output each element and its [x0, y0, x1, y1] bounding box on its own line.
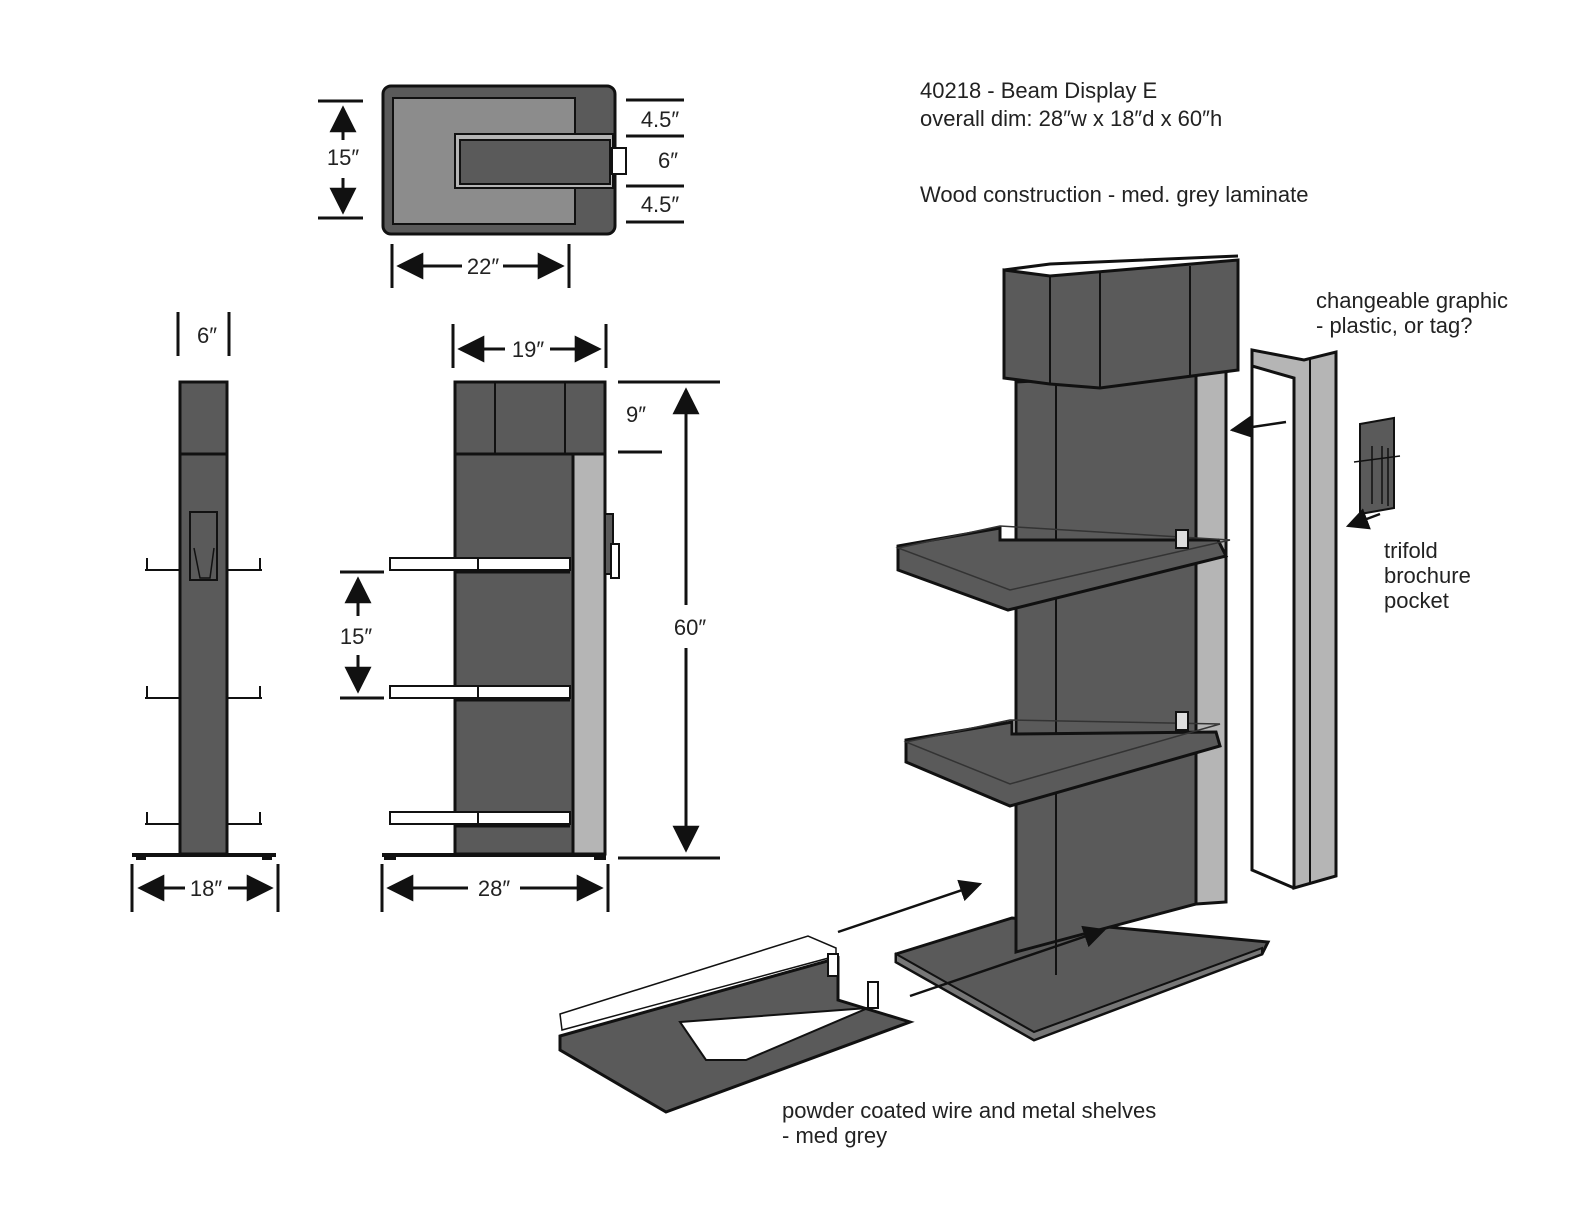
- assembly-arrow-pocket: [1345, 508, 1381, 530]
- side-view-shelves: [145, 558, 262, 825]
- front-view-header-width-label: 19″: [512, 337, 544, 362]
- iso-graphic-panel: [1194, 364, 1228, 906]
- side-view-base-label: 18″: [190, 876, 222, 901]
- assembly-arrow-graphic: [1229, 415, 1287, 439]
- callout-graphic-line2: - plastic, or tag?: [1316, 313, 1473, 338]
- front-view-column: [453, 452, 575, 856]
- top-view-center-label: 6″: [658, 148, 678, 173]
- top-view-side-b-label: 4.5″: [641, 192, 680, 217]
- side-view-column: [178, 452, 229, 856]
- side-view-header: [178, 380, 229, 456]
- iso-shelf-upper: [896, 526, 1229, 612]
- callout-pocket-line2: brochure: [1384, 563, 1471, 588]
- callout-shelves-line1: powder coated wire and metal shelves: [782, 1098, 1157, 1123]
- front-view: 19″ 9″ 60″ 1: [340, 324, 720, 912]
- front-view-graphic-panel: [571, 452, 607, 856]
- iso-header: [1002, 258, 1240, 390]
- iso-shelf-middle: [904, 720, 1222, 808]
- callout-pocket-line1: trifold: [1384, 538, 1438, 563]
- front-view-base-width-label: 28″: [478, 876, 510, 901]
- callout-shelves-line2: - med grey: [782, 1123, 888, 1148]
- isometric-view: [558, 254, 1401, 1114]
- front-view-header-height-label: 9″: [626, 402, 646, 427]
- side-view-pocket: [189, 511, 218, 581]
- callout-graphic-line1: changeable graphic: [1316, 288, 1509, 313]
- top-view-side-a-label: 4.5″: [641, 107, 680, 132]
- assembly-arrow-base: [909, 925, 1107, 998]
- iso-column: [1014, 370, 1198, 954]
- top-view-column: [459, 139, 611, 185]
- top-view-pocket: [611, 147, 627, 175]
- side-view-column-label: 6″: [197, 323, 217, 348]
- assembly-arrow-shelf: [837, 879, 983, 934]
- iso-changeable-graphic: [1250, 348, 1338, 890]
- top-view: 15″ 22″ 4.5″ 6″ 4.5″: [318, 84, 684, 288]
- front-view-shelves: [389, 557, 571, 828]
- iso-brochure-pocket: [1359, 416, 1395, 516]
- material-note: Wood construction - med. grey laminate: [920, 182, 1309, 207]
- overall-dimensions: overall dim: 28″w x 18″d x 60″h: [920, 106, 1223, 131]
- side-view: 6″ 18″: [130, 312, 280, 912]
- front-view-header: [453, 380, 607, 456]
- front-view-shelf-spacing-label: 15″: [340, 624, 372, 649]
- callout-pocket-line3: pocket: [1384, 588, 1449, 613]
- top-view-width-label: 22″: [467, 254, 499, 279]
- product-title: 40218 - Beam Display E: [920, 78, 1158, 103]
- top-view-depth-label: 15″: [327, 145, 359, 170]
- front-view-total-height-label: 60″: [674, 615, 706, 640]
